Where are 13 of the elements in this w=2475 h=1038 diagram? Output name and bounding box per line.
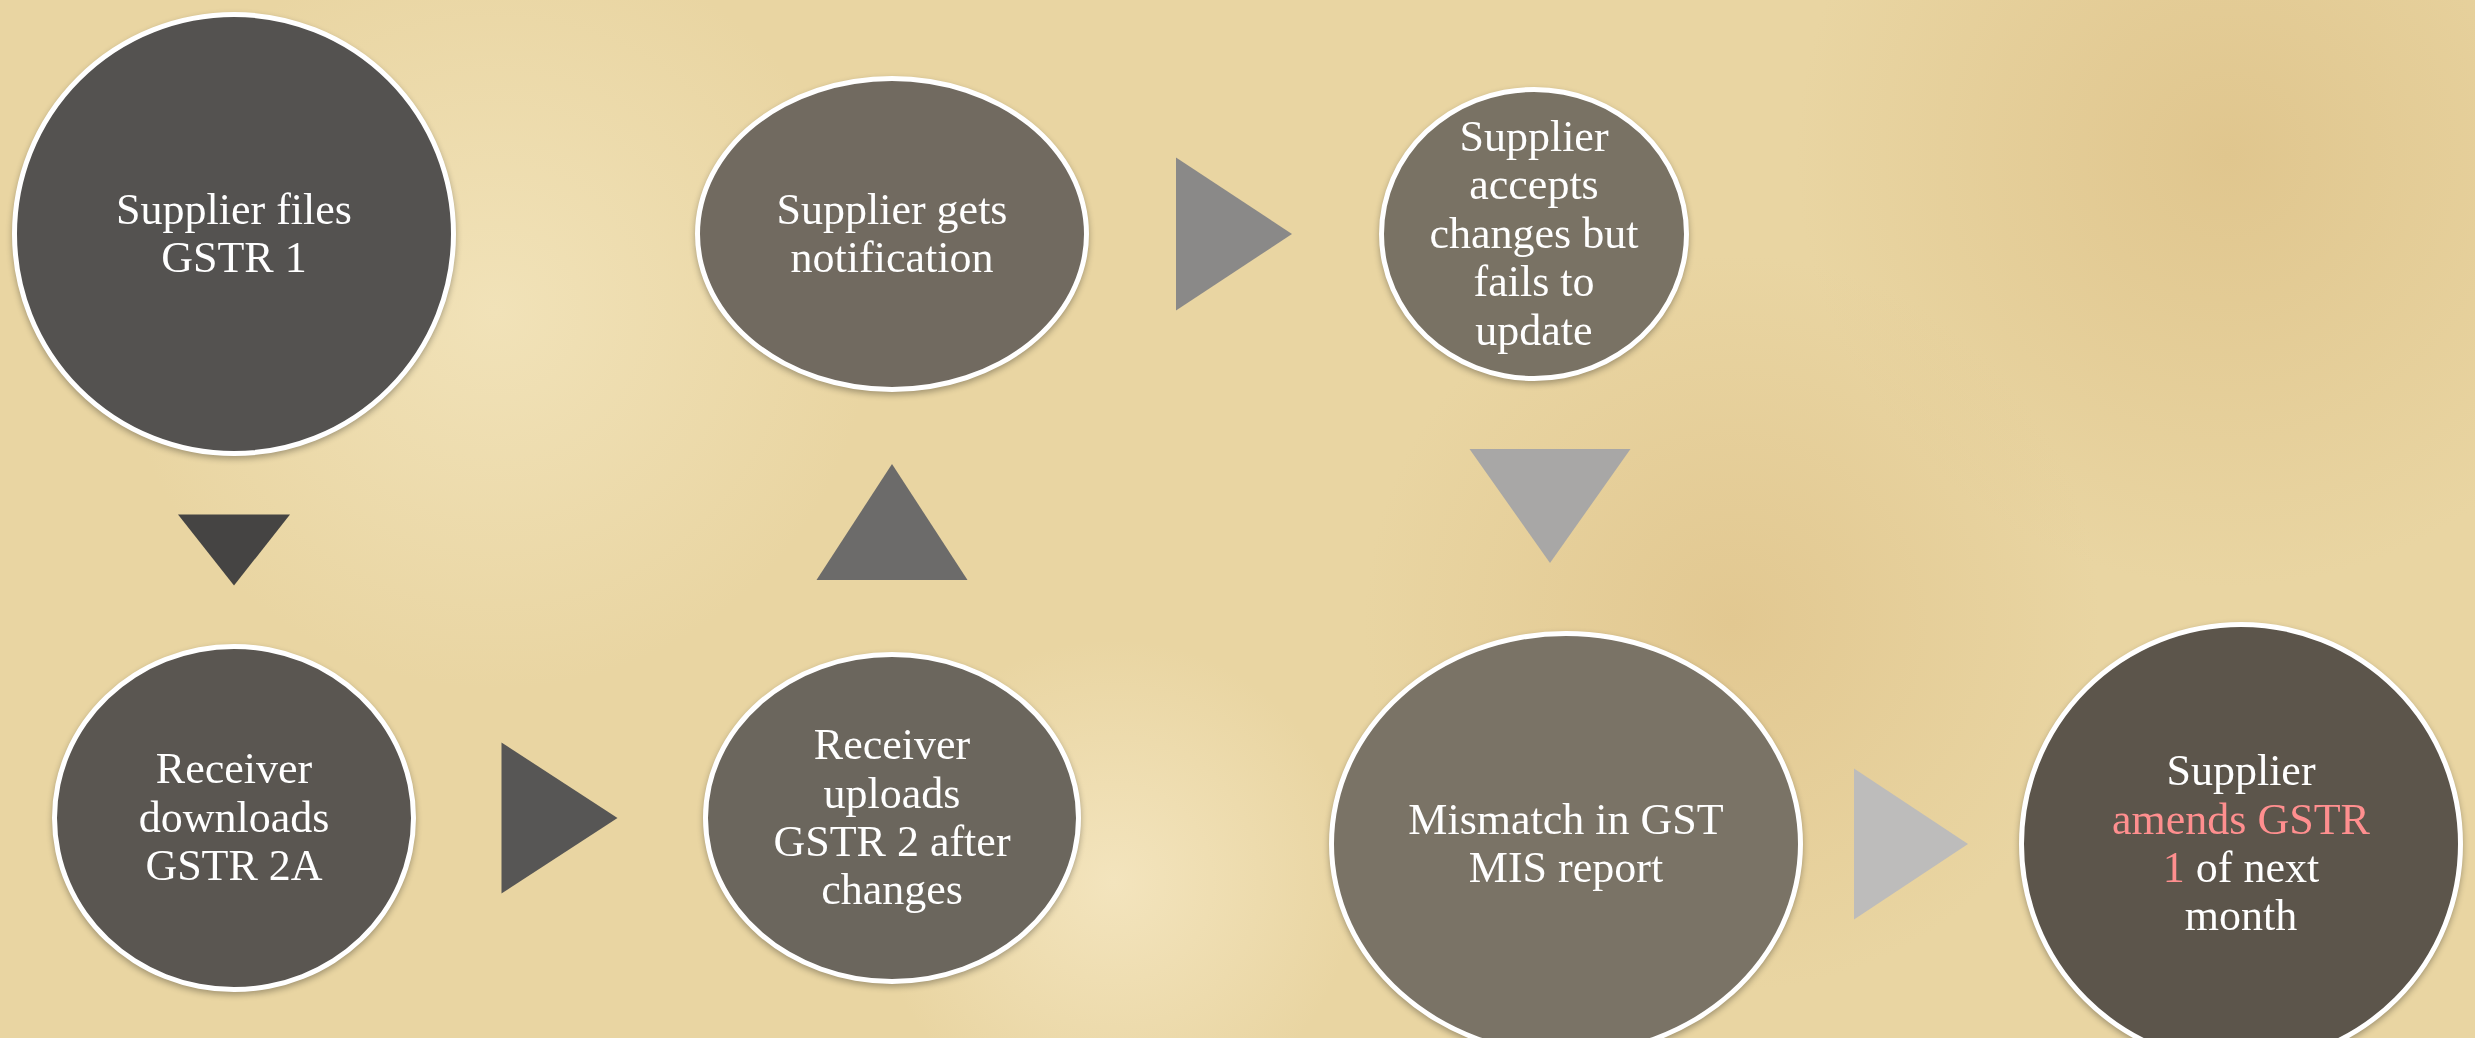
node-text: Supplier gets notification	[775, 185, 1009, 283]
node-text: Receiver downloads GSTR 2A	[137, 745, 331, 891]
node-text: Receiver uploads GSTR 2 after changes	[772, 721, 1012, 915]
arrow	[1469, 449, 1631, 563]
node-text: Supplier amends GSTR 1 of next month	[2111, 747, 2371, 941]
arrow	[178, 514, 290, 586]
arrow	[501, 742, 618, 894]
node-text: Supplier files GSTR 1	[115, 185, 353, 283]
node-text: Supplier accepts changes but fails to update	[1428, 113, 1640, 355]
arrow	[1854, 768, 1968, 920]
arrow	[1176, 157, 1292, 311]
arrow	[816, 464, 968, 580]
node-text: Mismatch in GST MIS report	[1407, 795, 1725, 893]
